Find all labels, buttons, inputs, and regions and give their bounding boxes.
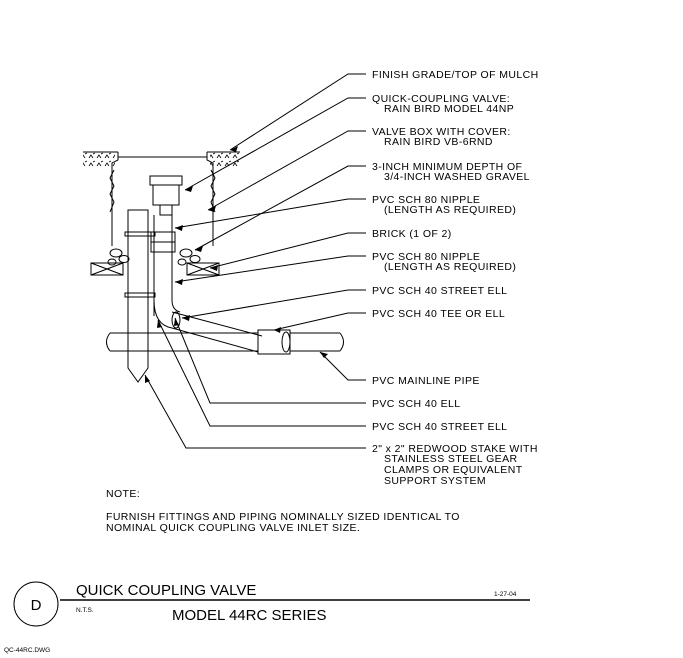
callout-redwood-stake-line2: STAINLESS STEEL GEAR: [384, 453, 517, 465]
detail-graphic: [83, 73, 366, 449]
callout-quick-coupling-valve-model: RAIN BIRD MODEL 44NP: [384, 103, 514, 115]
redwood-stake: [124, 209, 156, 383]
riser-assembly: [150, 215, 181, 329]
bricks: [90, 262, 220, 276]
title-block: D QUICK COUPLING VALVE MODEL 44RC SERIES…: [4, 581, 530, 654]
finish-grade-soil: [83, 151, 240, 167]
callout-finish-grade: FINISH GRADE/TOP OF MULCH: [372, 69, 539, 81]
valve-box: [109, 152, 216, 246]
callout-mainline-pipe: PVC MAINLINE PIPE: [372, 375, 480, 387]
callout-street-ell-lower: PVC SCH 40 STREET ELL: [372, 421, 507, 433]
callout-valve-box: VALVE BOX WITH COVER:: [372, 126, 511, 138]
callout-quick-coupling-valve: QUICK-COUPLING VALVE:: [372, 93, 510, 105]
callout-labels: FINISH GRADE/TOP OF MULCH QUICK-COUPLING…: [372, 69, 539, 487]
arrowheads: [145, 146, 328, 383]
leader-lines: [144, 73, 366, 449]
branch-pipe: [171, 311, 263, 353]
mainline-pipe: [106, 329, 344, 355]
detail-subtitle: MODEL 44RC SERIES: [172, 607, 327, 624]
callout-redwood-stake-line3: CLAMPS OR EQUIVALENT: [384, 464, 523, 476]
note-heading: NOTE:: [106, 488, 140, 500]
drawing-file-name: QC-44RC.DWG: [4, 647, 50, 654]
callout-street-ell-upper: PVC SCH 40 STREET ELL: [372, 285, 507, 297]
quick-coupling-valve: [149, 175, 183, 216]
callout-nipple-upper-length: (LENGTH AS REQUIRED): [384, 204, 516, 216]
callout-nipple-lower: PVC SCH 80 NIPPLE: [372, 251, 480, 263]
callout-nipple-lower-length: (LENGTH AS REQUIRED): [384, 261, 516, 273]
callout-redwood-stake: 2" x 2" REDWOOD STAKE WITH: [372, 443, 538, 455]
note-line-2: NOMINAL QUICK COUPLING VALVE INLET SIZE.: [106, 522, 360, 534]
callout-sch40-ell: PVC SCH 40 ELL: [372, 398, 460, 410]
detail-date: 1-27-04: [494, 591, 517, 598]
callout-gravel-size: 3/4-INCH WASHED GRAVEL: [384, 171, 530, 183]
callout-valve-box-model: RAIN BIRD VB-6RND: [384, 136, 493, 148]
detail-title: QUICK COUPLING VALVE: [76, 582, 256, 599]
callout-tee-or-ell: PVC SCH 40 TEE OR ELL: [372, 308, 505, 320]
detail-circle: [13, 581, 59, 627]
note-line-1: FURNISH FITTINGS AND PIPING NOMINALLY SI…: [106, 511, 460, 523]
detail-letter: D: [31, 597, 42, 614]
callout-gravel: 3-INCH MINIMUM DEPTH OF: [372, 161, 522, 173]
note-block: NOTE: FURNISH FITTINGS AND PIPING NOMINA…: [106, 488, 460, 534]
callout-redwood-stake-line4: SUPPORT SYSTEM: [384, 475, 486, 487]
callout-brick: BRICK (1 OF 2): [372, 228, 452, 240]
scale-note: N.T.S.: [76, 607, 94, 614]
callout-nipple-upper: PVC SCH 80 NIPPLE: [372, 194, 480, 206]
